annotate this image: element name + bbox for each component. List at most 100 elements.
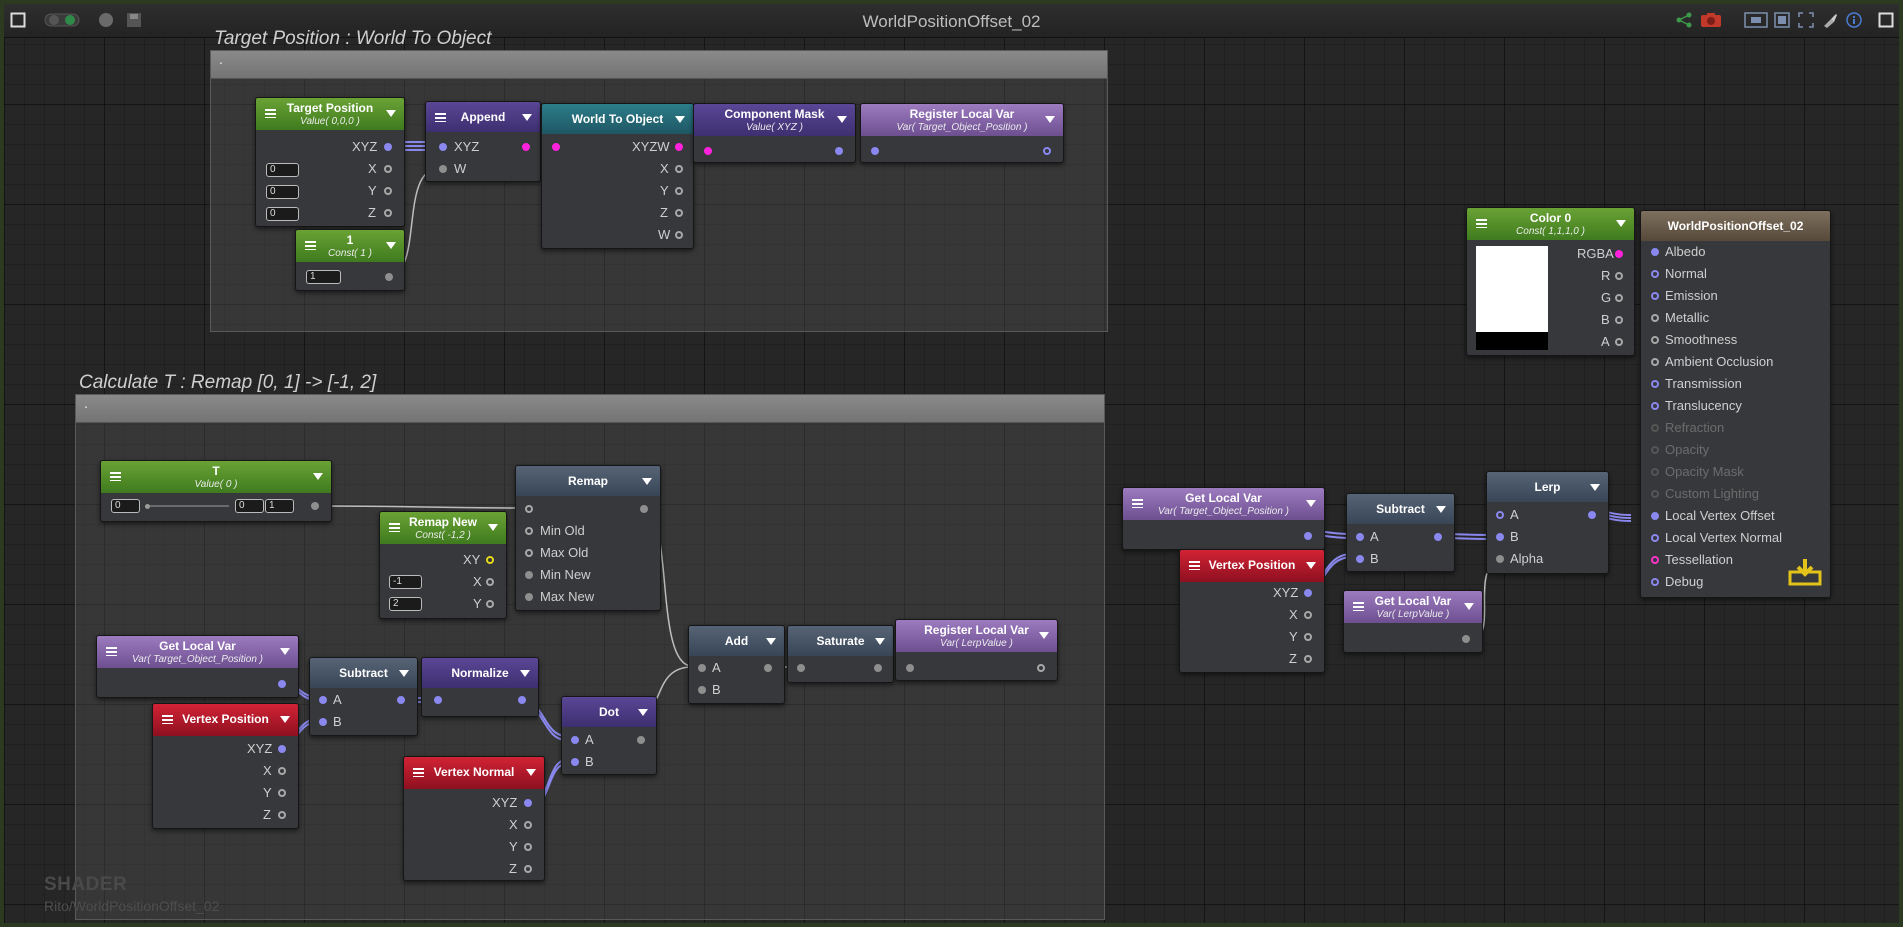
input-x-field[interactable]: 0 (266, 163, 299, 177)
input-port-local-vertex-offset[interactable] (1651, 512, 1659, 520)
output-port[interactable] (385, 273, 393, 281)
input-port-min-new[interactable] (525, 571, 533, 579)
input-port-local-vertex-normal[interactable] (1651, 534, 1659, 542)
input-port-opacity[interactable] (1651, 446, 1659, 454)
output-port-y[interactable] (384, 187, 392, 195)
node-menu-icon[interactable] (162, 715, 173, 724)
record-dot-icon[interactable] (98, 12, 114, 28)
chevron-down-icon[interactable] (488, 524, 498, 531)
output-port[interactable] (1043, 147, 1051, 155)
chevron-down-icon[interactable] (1039, 632, 1049, 639)
input-port-emission[interactable] (1651, 292, 1659, 300)
t-min-field[interactable]: 0 (235, 499, 264, 513)
chevron-down-icon[interactable] (875, 638, 885, 645)
download-icon[interactable] (1788, 558, 1822, 586)
output-port-xyz[interactable] (384, 143, 392, 151)
output-port-z[interactable] (675, 209, 683, 217)
input-port-b[interactable] (319, 718, 327, 726)
input-y-field[interactable]: 0 (266, 185, 299, 199)
chevron-down-icon[interactable] (1045, 116, 1055, 123)
chevron-down-icon[interactable] (1616, 220, 1626, 227)
input-port[interactable] (552, 143, 560, 151)
chevron-down-icon[interactable] (642, 478, 652, 485)
input-port-transmission[interactable] (1651, 380, 1659, 388)
chevron-down-icon[interactable] (1590, 484, 1600, 491)
node-vertex-position-2[interactable]: Vertex Position XYZ X Y Z (1179, 549, 1325, 673)
focus-icon[interactable] (1744, 12, 1768, 28)
t-value-field[interactable]: 0 (111, 499, 140, 513)
info-icon[interactable] (1846, 12, 1862, 28)
output-port[interactable] (522, 143, 530, 151)
input-port[interactable] (871, 147, 879, 155)
input-port-tessellation[interactable] (1651, 556, 1659, 564)
group-header[interactable]: . (76, 395, 1104, 423)
input-port-w[interactable] (439, 165, 447, 173)
output-port-x[interactable] (486, 578, 494, 586)
output-port-r[interactable] (1615, 272, 1623, 280)
input-port-custom-lighting[interactable] (1651, 490, 1659, 498)
input-port-a[interactable] (1356, 533, 1364, 541)
input-port-smoothness[interactable] (1651, 336, 1659, 344)
node-menu-icon[interactable] (265, 109, 276, 118)
input-port-value[interactable] (525, 505, 533, 513)
chevron-down-icon[interactable] (526, 769, 536, 776)
output-port-z[interactable] (524, 865, 532, 873)
output-port-xy[interactable] (486, 556, 494, 564)
input-port-debug[interactable] (1651, 578, 1659, 586)
node-remap[interactable]: Remap Min Old Max Old Min New Max New (515, 465, 661, 611)
input-port-normal[interactable] (1651, 270, 1659, 278)
input-port-alpha[interactable] (1496, 555, 1504, 563)
input-port-a[interactable] (698, 664, 706, 672)
output-port-x[interactable] (524, 821, 532, 829)
output-port-x[interactable] (675, 165, 683, 173)
chevron-down-icon[interactable] (399, 670, 409, 677)
node-menu-icon[interactable] (1189, 561, 1200, 570)
t-max-field[interactable]: 1 (265, 499, 294, 513)
node-vertex-normal[interactable]: Vertex Normal XYZ X Y Z (403, 756, 545, 881)
node-menu-icon[interactable] (389, 523, 400, 532)
input-port-b[interactable] (1496, 533, 1504, 541)
chevron-down-icon[interactable] (386, 242, 396, 249)
output-port-y[interactable] (486, 600, 494, 608)
output-port[interactable] (1037, 664, 1045, 672)
node-add[interactable]: Add A B (688, 625, 785, 704)
input-port-a[interactable] (319, 696, 327, 704)
const-value-field[interactable]: 1 (306, 270, 341, 284)
node-master-output[interactable]: WorldPositionOffset_02 Albedo Normal Emi… (1640, 210, 1831, 598)
remap-new-x-field[interactable]: -1 (389, 575, 422, 589)
output-port-x[interactable] (1304, 611, 1312, 619)
input-port-ambient-occlusion[interactable] (1651, 358, 1659, 366)
input-port[interactable] (906, 664, 914, 672)
input-port-b[interactable] (571, 758, 579, 766)
node-menu-icon[interactable] (1476, 219, 1487, 228)
output-port-x[interactable] (278, 767, 286, 775)
output-port-y[interactable] (1304, 633, 1312, 641)
output-port-xyzw[interactable] (675, 143, 683, 151)
chevron-down-icon[interactable] (675, 116, 685, 123)
output-port-a[interactable] (1615, 338, 1623, 346)
group-header[interactable]: . (211, 51, 1107, 79)
input-port-a[interactable] (1496, 511, 1504, 519)
output-port[interactable] (835, 147, 843, 155)
expand-icon[interactable] (1798, 12, 1814, 28)
input-z-field[interactable]: 0 (266, 207, 299, 221)
chevron-down-icon[interactable] (1436, 506, 1446, 513)
output-port[interactable] (640, 505, 648, 513)
node-vertex-position-1[interactable]: Vertex Position XYZ X Y Z (152, 703, 299, 829)
output-port-xyz[interactable] (278, 745, 286, 753)
node-menu-icon[interactable] (110, 472, 121, 481)
output-port-rgba[interactable] (1615, 250, 1623, 258)
output-port-g[interactable] (1615, 294, 1623, 302)
chevron-down-icon[interactable] (638, 709, 648, 716)
node-menu-icon[interactable] (305, 241, 316, 250)
node-menu-icon[interactable] (106, 647, 117, 656)
input-port[interactable] (704, 147, 712, 155)
chevron-down-icon[interactable] (1306, 562, 1316, 569)
input-port-metallic[interactable] (1651, 314, 1659, 322)
share-icon[interactable] (1676, 12, 1692, 28)
output-port-xyz[interactable] (1304, 589, 1312, 597)
output-port-y[interactable] (675, 187, 683, 195)
input-port[interactable] (434, 696, 442, 704)
